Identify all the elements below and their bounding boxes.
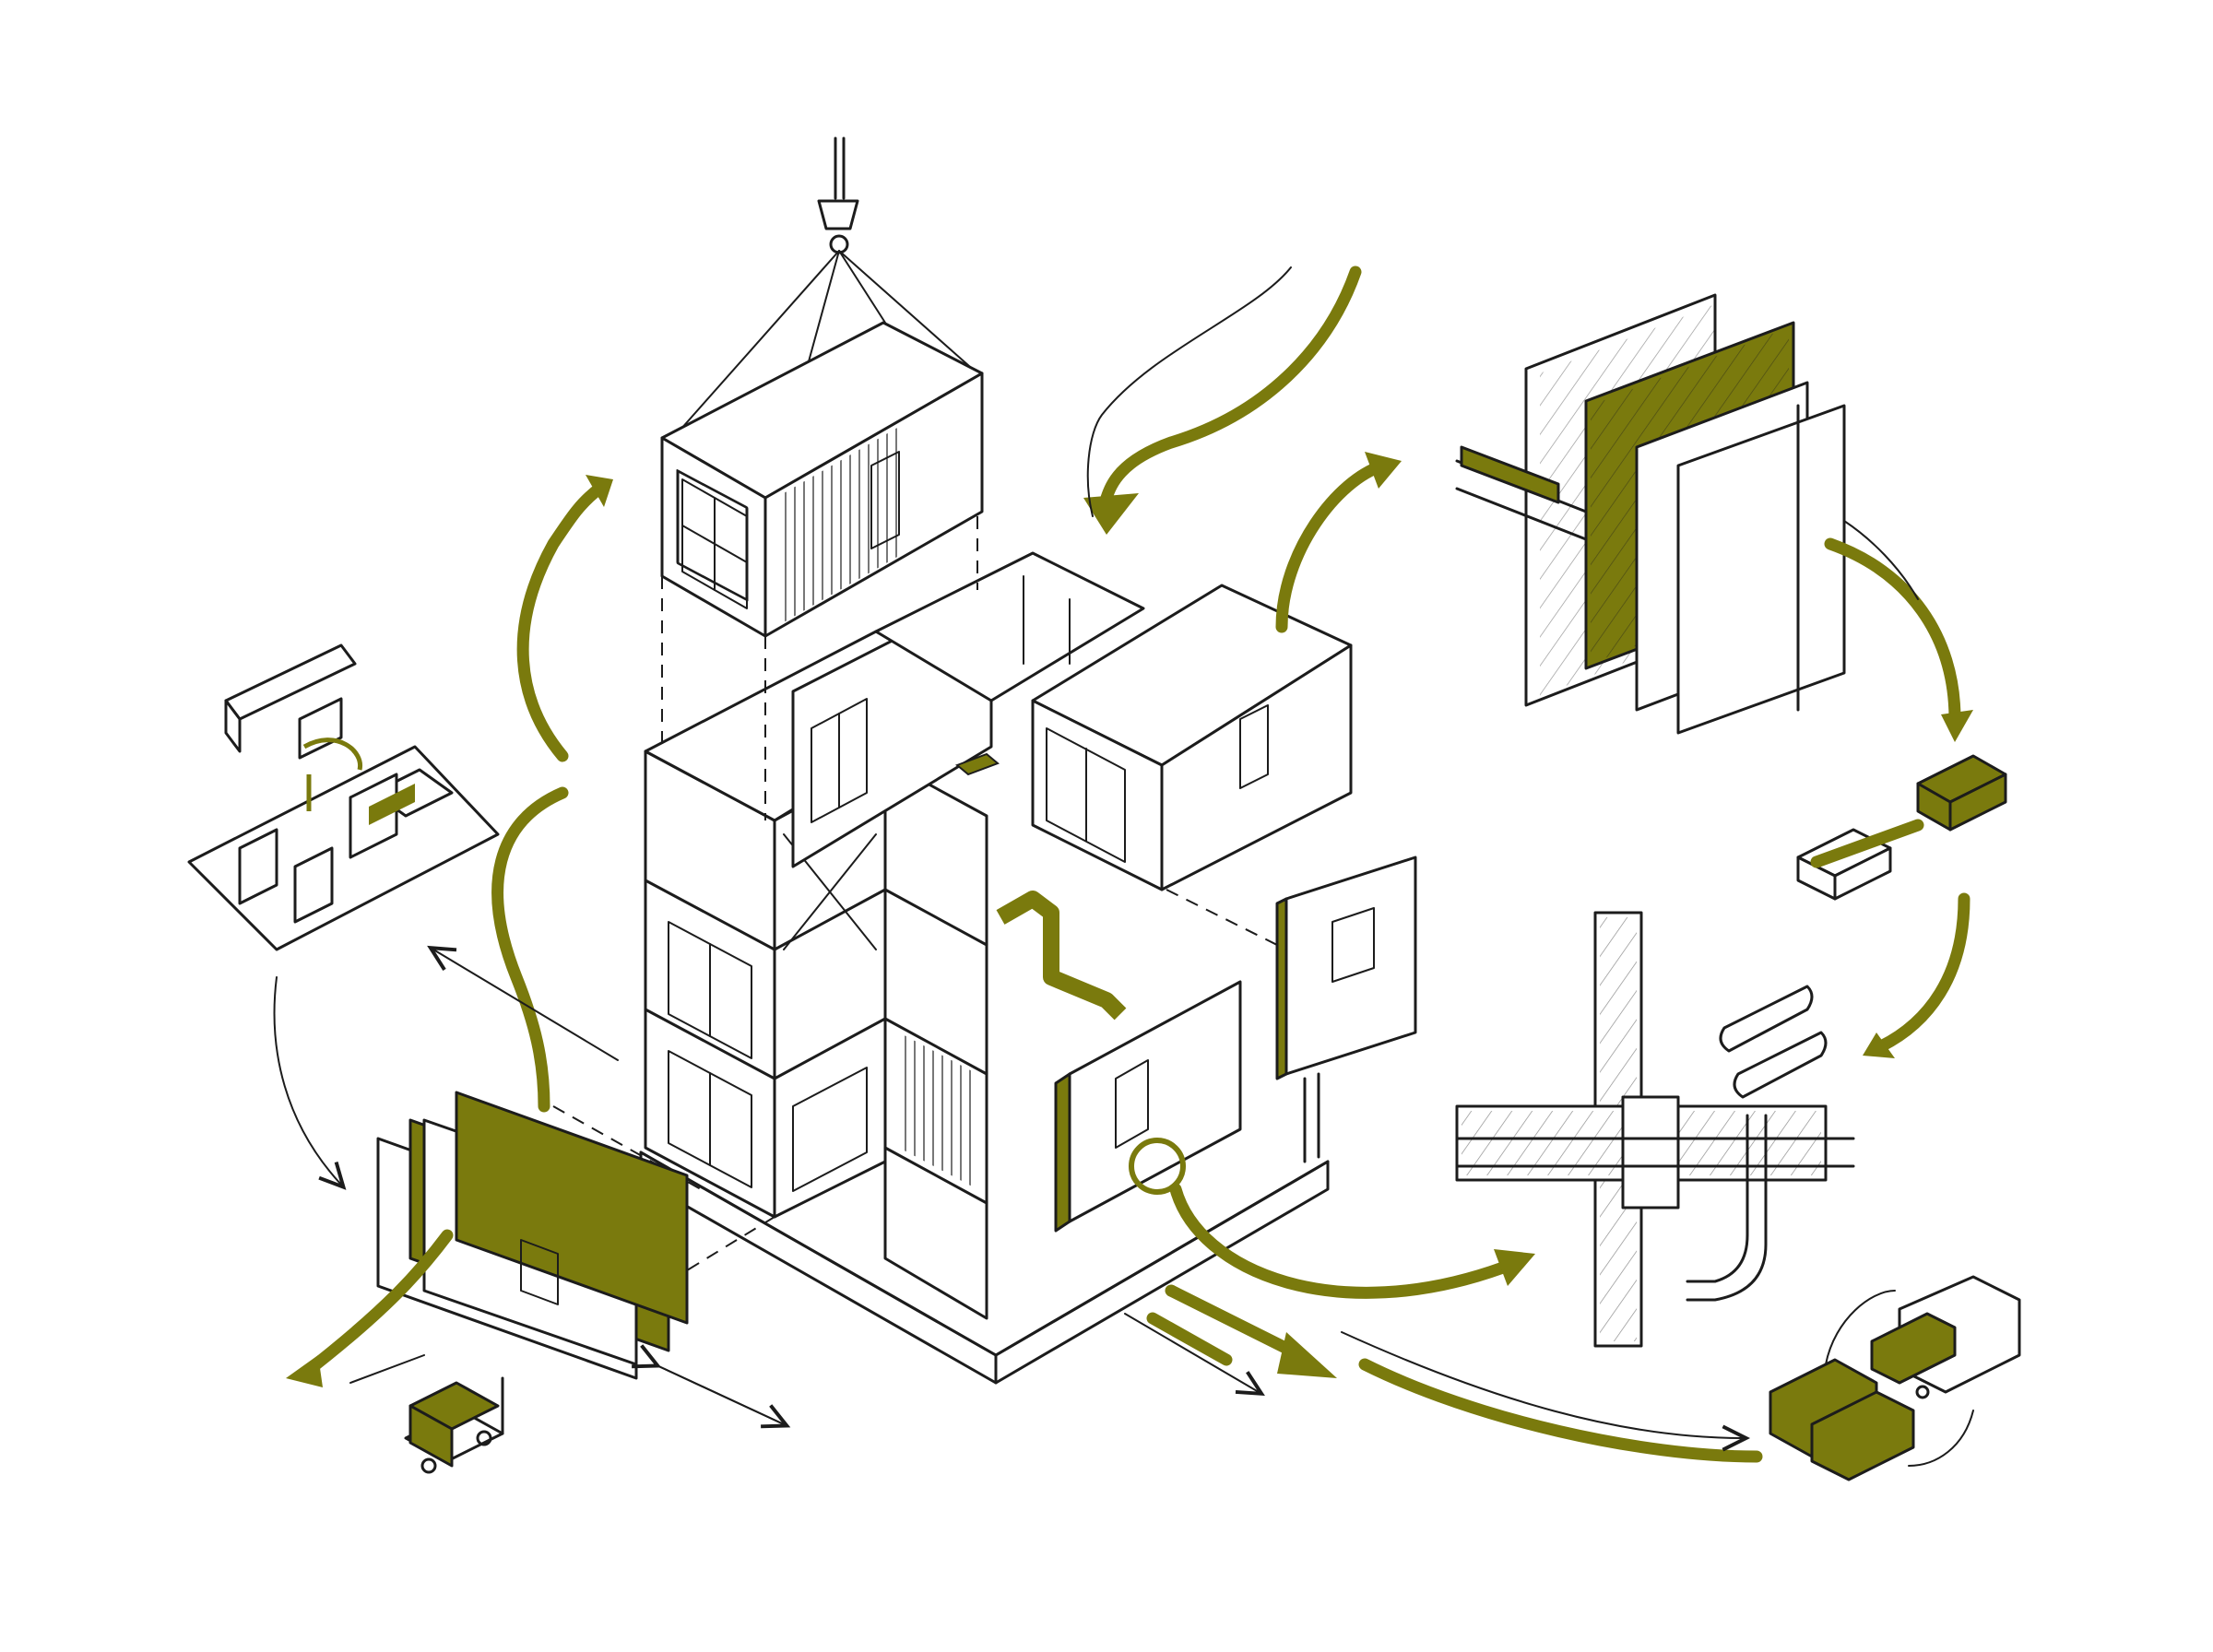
flow-arrow-icon: [286, 266, 1973, 1463]
module-cantilever: [1031, 584, 1353, 891]
ink-arrows: [273, 266, 1974, 1467]
wall-panel-center: [1054, 980, 1242, 1233]
module-hoisted: [660, 321, 984, 638]
module-stack: [644, 551, 1145, 1320]
wall-panel-stack: [376, 1091, 689, 1380]
module-cantilever-tag: [955, 752, 1000, 776]
pipe-connection-icon: [1455, 911, 1855, 1348]
truck-icon: [1769, 1275, 2021, 1481]
ventilation-duct: [996, 891, 1127, 1021]
wall-panel-right: [1275, 856, 1417, 1163]
factory-floor: [187, 643, 500, 951]
crane-hook-icon: [817, 136, 859, 254]
wall-section-detail: [1455, 293, 1846, 735]
cart-icon: [404, 1376, 504, 1474]
